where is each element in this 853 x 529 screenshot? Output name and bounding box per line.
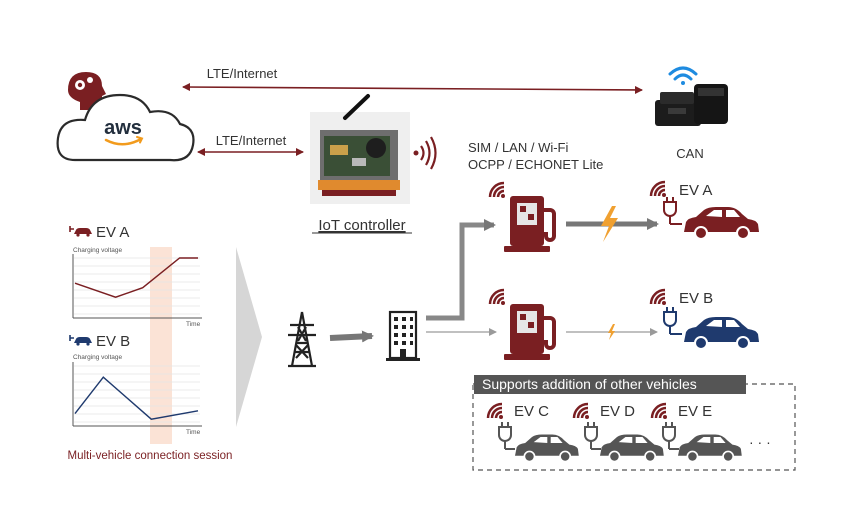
ev-b-label: EV B (679, 290, 713, 307)
ev-a-chart-xlabel: Time (186, 321, 201, 328)
ev-a-car-icon (684, 207, 759, 240)
building-to-charger-a-arrow (426, 219, 496, 321)
iot-label: IoT controller (318, 217, 405, 234)
more-vehicles-ellipsis: · · · (749, 434, 771, 450)
tower-to-building-arrow (329, 330, 374, 343)
charger-b-icon (504, 304, 556, 360)
ev-a-plug-icon (663, 196, 683, 225)
flow-chevron (236, 247, 262, 427)
charger-a-signal-icon (488, 181, 507, 200)
other-vehicles-box (472, 383, 796, 471)
ev-a-label: EV A (679, 182, 712, 199)
ev-e-car-icon (678, 434, 742, 463)
ev-c-signal-icon (486, 402, 505, 421)
ev-a-chart: EV A Charging voltage Time (69, 224, 202, 328)
aws-smile-icon (104, 137, 143, 146)
session-caption: Multi-vehicle connection session (68, 450, 233, 462)
ev-e-signal-icon (650, 402, 669, 421)
top-link-arrow (182, 83, 643, 94)
aws-label: aws (104, 117, 142, 139)
ev-b-plug-icon (663, 306, 683, 335)
ev-a-chart-line (74, 257, 198, 298)
power-tower-icon (288, 311, 316, 368)
ev-a-signal-icon (649, 180, 668, 199)
ev-b-chart-xlabel: Time (186, 429, 201, 436)
bolt-b-icon (608, 324, 615, 340)
ev-a-chart-car-icon (69, 226, 92, 237)
can-label: CAN (676, 146, 703, 161)
iot-controller-photo (310, 94, 410, 204)
ev-e-label: EV E (678, 403, 712, 420)
ev-b-chart-line (74, 376, 199, 420)
top-link-label: LTE/Internet (207, 66, 278, 81)
ev-b-chart-title: EV B (96, 333, 130, 350)
ev-c-label: EV C (514, 403, 549, 420)
ev-b-chart-car-icon (69, 335, 92, 346)
supports-banner: Supports addition of other vehicles (482, 376, 697, 392)
charger-b-signal-icon (488, 288, 507, 307)
ev-d-label: EV D (600, 403, 635, 420)
ev-d-plug-icon (584, 421, 602, 450)
protocols-line1: SIM / LAN / Wi-Fi (468, 140, 569, 155)
middle-link-label: LTE/Internet (216, 133, 287, 148)
ev-b-chart-ylabel: Charging voltage (73, 354, 123, 361)
ev-c-car-icon (515, 434, 579, 463)
ev-a-chart-title: EV A (96, 224, 129, 241)
ev-d-signal-icon (572, 402, 591, 421)
ev-a-chart-ylabel: Charging voltage (73, 247, 123, 254)
ev-d-car-icon (600, 434, 664, 463)
ev-c-plug-icon (498, 421, 516, 450)
session-highlight (150, 247, 172, 444)
can-device: CAN (655, 66, 728, 161)
supports-banner-bg (474, 375, 746, 394)
charger-a-icon (504, 196, 556, 252)
ev-b-signal-icon (649, 288, 668, 307)
aws-cloud: aws (56, 93, 195, 162)
protocols-line2: OCPP / ECHONET Lite (468, 157, 603, 172)
iot-signal-icon (413, 136, 437, 170)
wifi-icon (668, 66, 698, 85)
ev-b-car-icon (684, 317, 759, 350)
building-icon (386, 310, 420, 361)
bolt-a-icon (601, 206, 618, 242)
ev-b-chart: EV B Charging voltage Time (69, 333, 202, 436)
ev-e-plug-icon (662, 421, 680, 450)
